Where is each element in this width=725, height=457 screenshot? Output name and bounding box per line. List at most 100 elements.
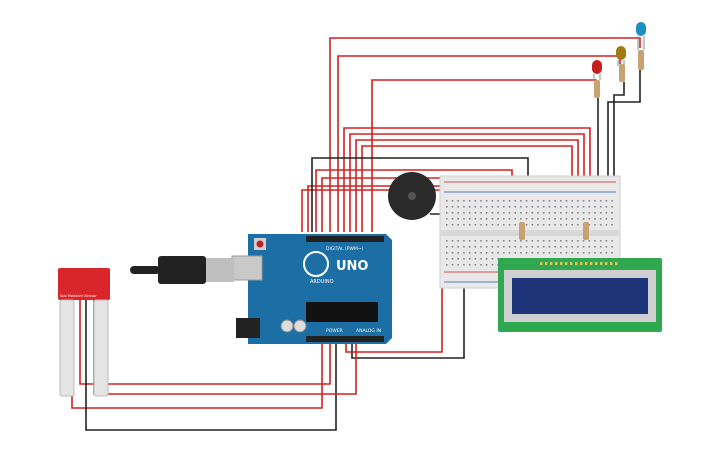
breadboard-hole xyxy=(560,240,562,242)
breadboard-hole xyxy=(485,258,488,260)
breadboard-hole xyxy=(548,252,551,254)
red-led[interactable] xyxy=(592,60,602,98)
arduino-uno-board[interactable]: UNO ARDUINO DIGITAL (PWM~) POWER ANALOG … xyxy=(231,234,392,344)
breadboard-hole xyxy=(531,218,534,220)
breadboard-hole xyxy=(588,246,591,248)
arduino-logo-icon xyxy=(303,251,329,277)
breadboard-hole xyxy=(531,212,534,214)
breadboard-hole xyxy=(577,224,579,226)
soil-moisture-sensor[interactable]: Soil Moisture Sensor xyxy=(58,268,110,397)
breadboard-hole xyxy=(514,206,516,208)
breadboard-hole xyxy=(611,240,613,242)
breadboard-hole xyxy=(571,240,573,242)
breadboard-hole xyxy=(594,240,596,242)
breadboard-hole xyxy=(565,246,568,248)
usb-cable-icon[interactable] xyxy=(130,256,234,284)
atmega-chip xyxy=(306,302,378,322)
breadboard-hole xyxy=(542,246,545,248)
breadboard-hole xyxy=(485,252,488,254)
breadboard-hole xyxy=(480,212,482,214)
breadboard-hole xyxy=(599,212,602,214)
breadboard-hole xyxy=(577,252,579,254)
breadboard-hole xyxy=(485,240,488,242)
breadboard-hole xyxy=(531,252,534,254)
breadboard-hole xyxy=(565,252,568,254)
breadboard-hole xyxy=(531,224,534,226)
breadboard-hole xyxy=(571,252,573,254)
resistor-icon[interactable] xyxy=(619,64,625,82)
breadboard-hole xyxy=(508,246,511,248)
breadboard-hole xyxy=(480,258,482,260)
breadboard-hole xyxy=(451,224,454,226)
capacitor xyxy=(280,319,294,333)
breadboard-hole xyxy=(491,224,494,226)
breadboard-hole xyxy=(582,240,585,242)
breadboard-hole xyxy=(537,218,539,220)
wire-led-gnd-2[interactable] xyxy=(613,82,625,185)
wire-blue-led[interactable] xyxy=(329,37,641,232)
breadboard-hole xyxy=(542,252,545,254)
breadboard-hole xyxy=(594,206,596,208)
breadboard-hole xyxy=(531,200,534,202)
breadboard-hole xyxy=(577,212,579,214)
breadboard-hole xyxy=(514,246,516,248)
wire-sensor-gnd[interactable] xyxy=(85,300,337,431)
wire-led-gnd-1[interactable] xyxy=(607,70,641,185)
breadboard-hole xyxy=(565,212,568,214)
board-brand: UNO xyxy=(336,259,369,274)
buzzer-icon[interactable] xyxy=(388,172,436,220)
resistor-icon[interactable] xyxy=(519,222,525,240)
breadboard-channel xyxy=(440,230,620,236)
breadboard-hole xyxy=(565,218,568,220)
breadboard-hole xyxy=(537,224,539,226)
breadboard-hole xyxy=(599,224,602,226)
breadboard-hole xyxy=(446,224,448,226)
breadboard-hole xyxy=(451,200,454,202)
lcd-pin xyxy=(555,262,558,265)
breadboard-hole xyxy=(571,212,573,214)
breadboard-hole xyxy=(508,200,511,202)
breadboard-hole xyxy=(446,200,448,202)
breadboard-hole xyxy=(485,200,488,202)
breadboard-hole xyxy=(554,240,556,242)
breadboard-hole xyxy=(446,246,448,248)
resistor-icon[interactable] xyxy=(638,50,644,70)
yellow-led[interactable] xyxy=(616,46,626,82)
lcd-pins xyxy=(540,262,618,265)
breadboard-hole xyxy=(520,240,522,242)
breadboard-hole xyxy=(485,206,488,208)
breadboard-hole xyxy=(554,212,556,214)
breadboard-hole xyxy=(457,200,459,202)
lcd-icon[interactable] xyxy=(498,258,662,332)
breadboard-hole xyxy=(525,246,528,248)
breadboard-hole xyxy=(605,246,608,248)
resistor-icon[interactable] xyxy=(594,80,600,98)
breadboard-hole xyxy=(542,200,545,202)
breadboard-hole xyxy=(480,252,482,254)
breadboard-hole xyxy=(451,212,454,214)
wire-gnd-top[interactable] xyxy=(311,157,529,232)
breadboard-hole xyxy=(594,212,596,214)
breadboard-hole xyxy=(485,246,488,248)
breadboard-hole xyxy=(491,218,494,220)
breadboard-hole xyxy=(480,224,482,226)
breadboard-hole xyxy=(474,264,477,266)
breadboard-hole xyxy=(571,200,573,202)
resistor-icon[interactable] xyxy=(583,222,589,240)
breadboard-hole xyxy=(525,212,528,214)
arduino-pcb xyxy=(248,234,392,344)
wire-yellow-led[interactable] xyxy=(337,55,621,232)
breadboard-hole xyxy=(548,206,551,208)
breadboard-hole xyxy=(474,206,477,208)
breadboard-hole xyxy=(542,224,545,226)
blue-led[interactable] xyxy=(636,22,646,70)
breadboard-hole xyxy=(503,212,505,214)
breadboard-hole xyxy=(560,246,562,248)
breadboard-hole xyxy=(605,200,608,202)
breadboard-hole xyxy=(451,218,454,220)
breadboard-hole xyxy=(605,212,608,214)
lcd-pin xyxy=(550,262,553,265)
breadboard-hole xyxy=(503,252,505,254)
wire-sensor-vcc[interactable] xyxy=(79,300,331,385)
